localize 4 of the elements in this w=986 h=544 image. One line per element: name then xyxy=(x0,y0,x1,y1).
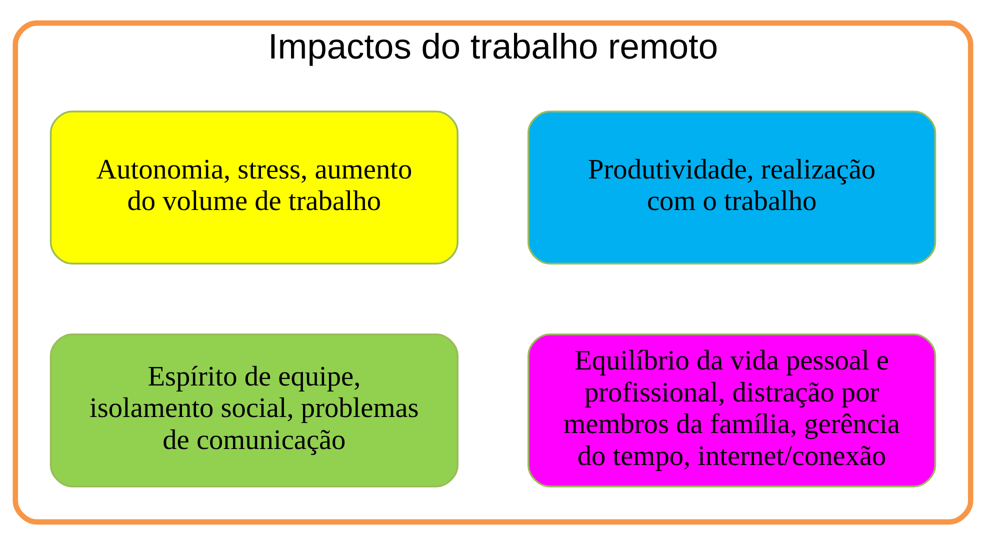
node-box: Produtividade, realização com o trabalho xyxy=(528,110,936,264)
node-box: Autonomia, stress, aumento do volume de trabalho xyxy=(50,110,458,264)
node-box: Equilíbrio da vida pessoal e profissional, distração por membros da família, gerência do tempo, internet/conexão xyxy=(528,333,936,487)
node-box: Espírito de equipe, isolamento social, problemas de comunicação xyxy=(50,333,458,487)
